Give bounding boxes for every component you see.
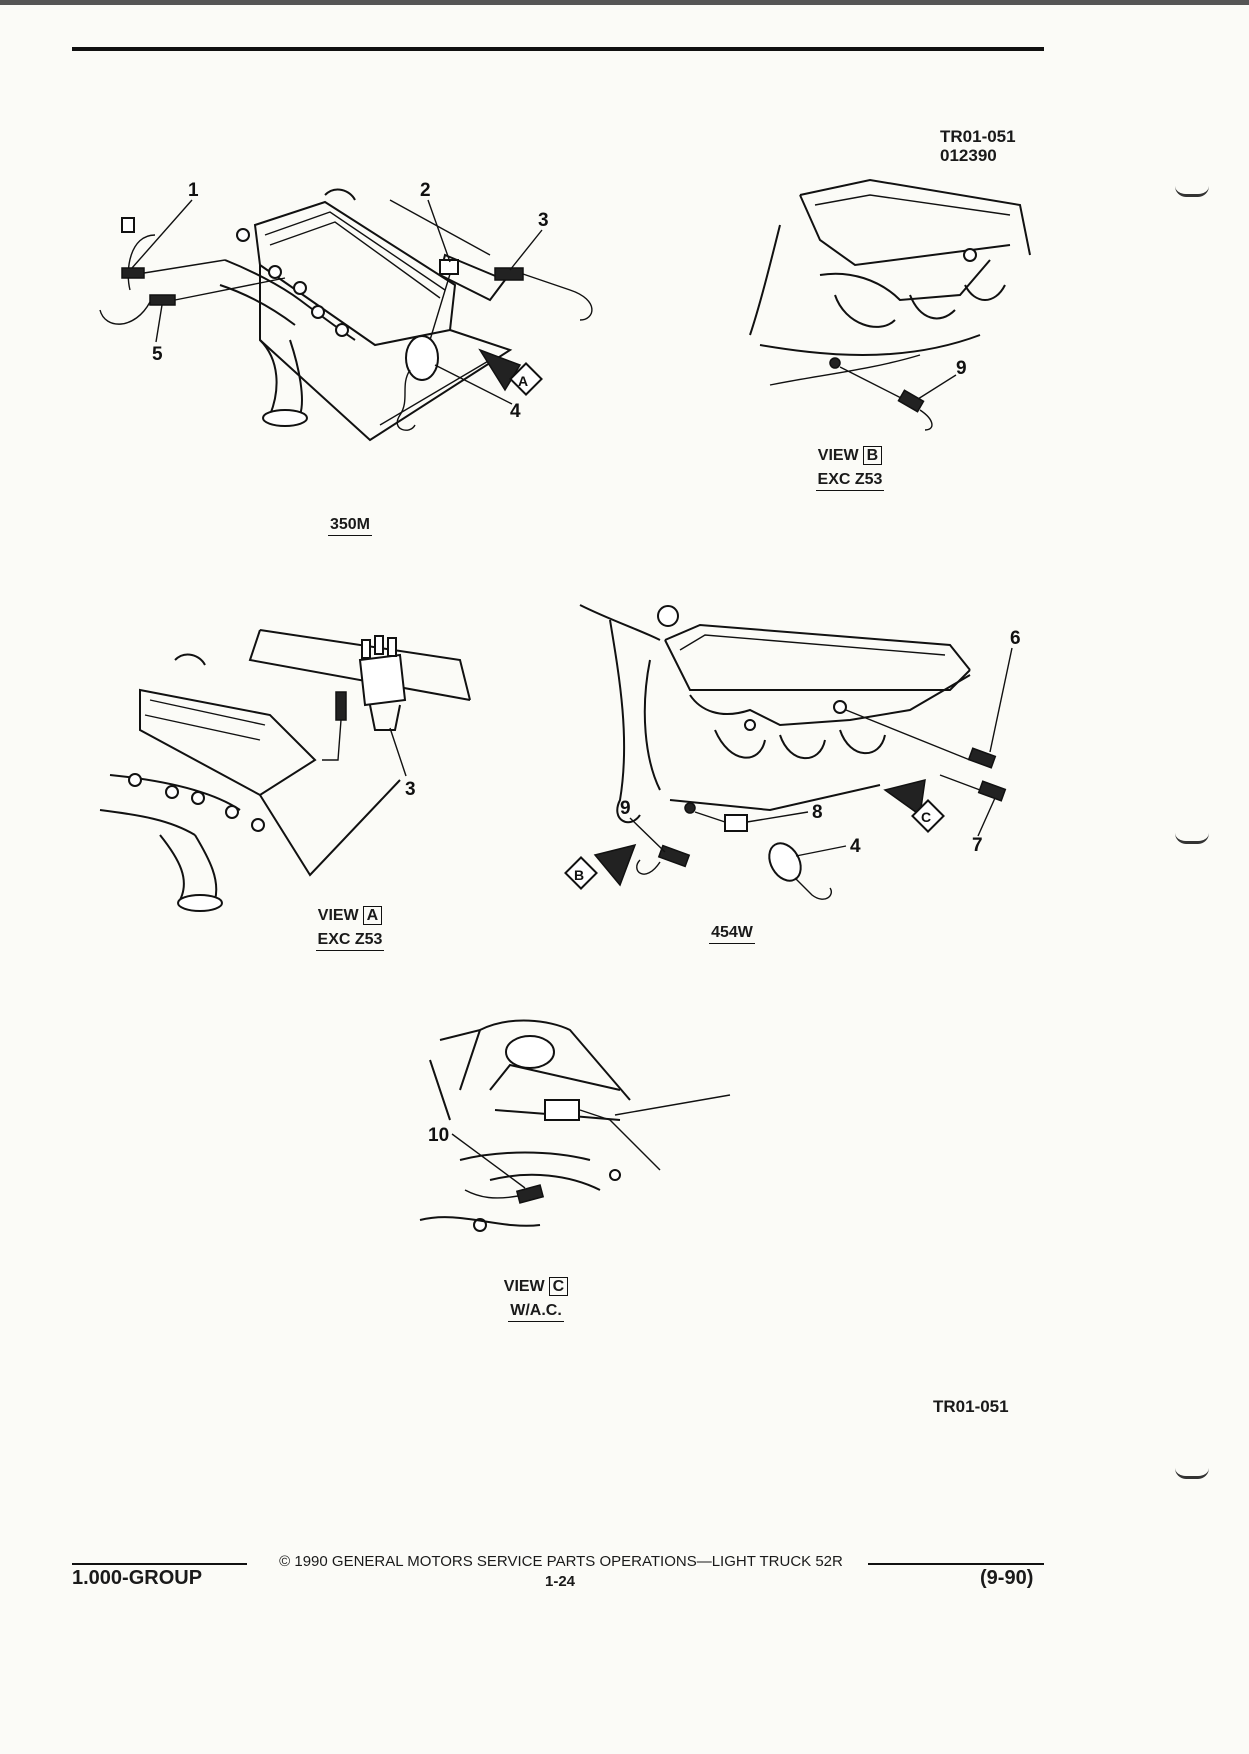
footer-rule-right xyxy=(868,1563,1044,1565)
callout-8: 8 xyxy=(812,802,823,823)
callout-4: 4 xyxy=(510,401,521,422)
footer-group: 1.000-GROUP xyxy=(72,1567,203,1589)
callout-1: 1 xyxy=(188,180,199,201)
caption-350m-text: 350M xyxy=(327,516,373,536)
view-c-subcaption: W/A.C. xyxy=(508,1302,564,1322)
footer-rule-left xyxy=(72,1563,247,1565)
callout-9-454w: 9 xyxy=(620,798,631,819)
callout-2: 2 xyxy=(420,180,431,201)
callout-4-454w: 4 xyxy=(850,836,861,857)
engine-350m-drawing: A 1 2 3 4 5 xyxy=(99,180,593,442)
view-a-word: VIEW xyxy=(317,907,359,924)
figure-code-header: TR01-051 012390 xyxy=(940,127,1016,165)
view-a-drawing: 3 xyxy=(99,629,471,912)
callout-10: 10 xyxy=(428,1125,449,1146)
header-rule xyxy=(72,47,1044,51)
view-arrow-c-label: C xyxy=(921,809,931,825)
footer-page-number: 1-24 xyxy=(544,1573,576,1590)
figure-view-c: 10 xyxy=(419,1019,731,1260)
binder-mark xyxy=(1175,186,1209,197)
caption-350m: 350M xyxy=(300,516,400,536)
view-b-subcaption: EXC Z53 xyxy=(815,471,885,491)
callout-6: 6 xyxy=(1010,628,1021,649)
caption-454w-text: 454W xyxy=(709,924,755,944)
view-a-subcaption: EXC Z53 xyxy=(315,931,385,951)
view-b-word: VIEW xyxy=(817,447,859,464)
view-b-drawing: 9 xyxy=(749,178,1031,431)
view-c-drawing: 10 xyxy=(419,1019,731,1232)
binder-mark xyxy=(1175,1468,1209,1479)
callout-5: 5 xyxy=(152,344,163,365)
engine-454w-drawing: B C 6 7 8 9 4 xyxy=(564,604,1021,900)
caption-454w: 454W xyxy=(682,924,782,944)
callout-3-view-a: 3 xyxy=(405,779,416,800)
figure-454w-engine: B C 6 7 8 9 4 xyxy=(550,600,1040,920)
view-arrow-b-label: B xyxy=(574,867,584,883)
view-a-letter: A xyxy=(362,906,383,925)
view-c-word: VIEW xyxy=(503,1278,545,1295)
footer-revision: (9-90) xyxy=(980,1567,1034,1589)
view-c-letter: C xyxy=(548,1277,569,1296)
figure-view-a: 3 xyxy=(99,620,480,920)
figure-350m-engine: A 1 2 3 4 5 xyxy=(99,180,670,480)
figure-code-top: TR01-051 xyxy=(940,127,1016,146)
figure-view-b: 9 xyxy=(749,178,1040,455)
binder-mark xyxy=(1175,833,1209,844)
date-code: 012390 xyxy=(940,146,997,165)
view-b-letter: B xyxy=(862,446,883,465)
callout-3: 3 xyxy=(538,210,549,231)
callout-9-view-b: 9 xyxy=(956,358,967,379)
callout-7: 7 xyxy=(972,835,983,856)
figure-code-bottom: TR01-051 xyxy=(933,1397,1009,1416)
footer-copyright: © 1990 GENERAL MOTORS SERVICE PARTS OPER… xyxy=(279,1553,843,1570)
scan-edge xyxy=(0,0,1249,5)
view-arrow-a-label: A xyxy=(518,373,528,389)
